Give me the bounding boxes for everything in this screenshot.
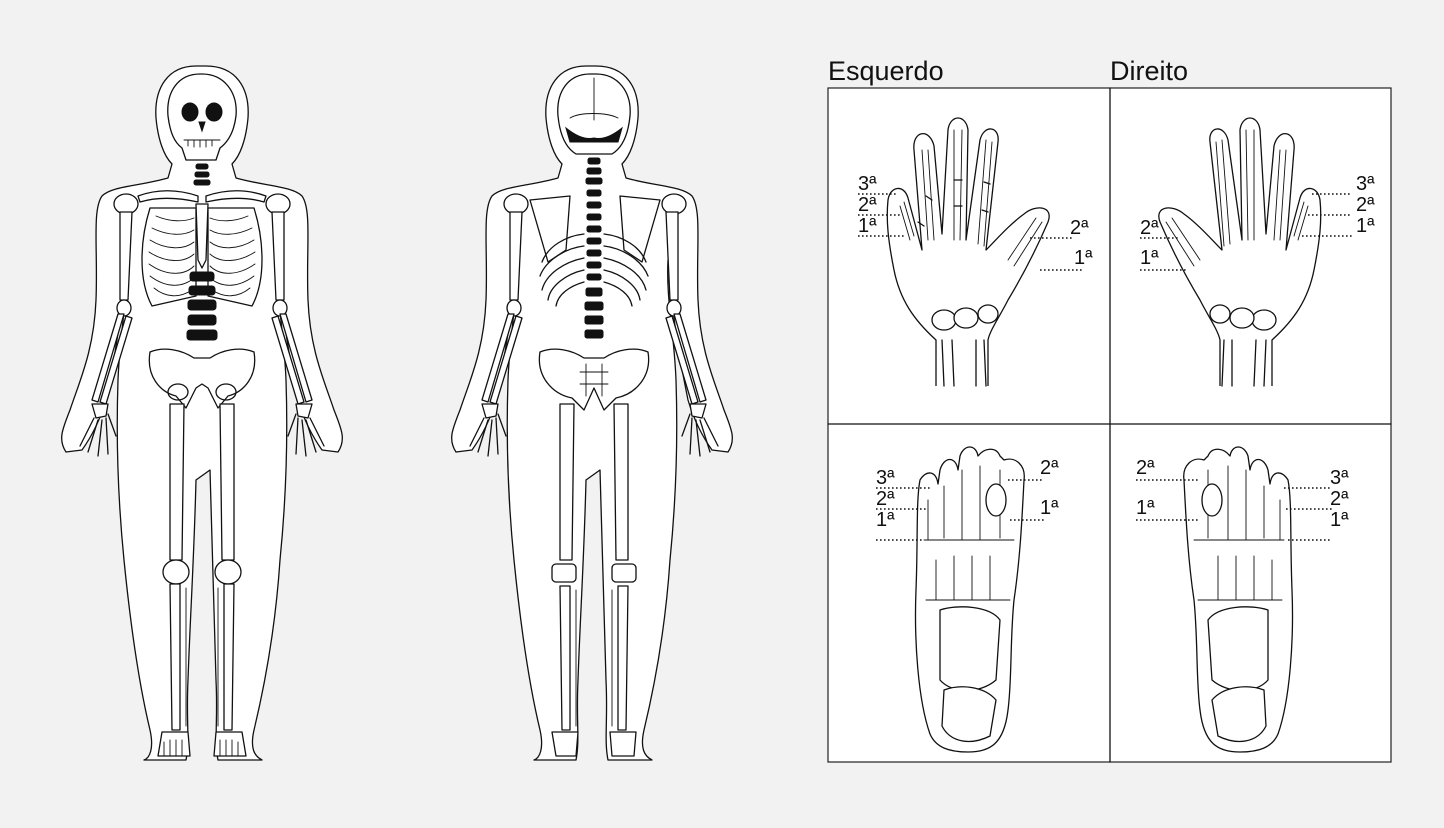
label-right-foot-2nd: 2ª (1330, 488, 1349, 510)
right-side-header: Direito (1110, 56, 1188, 86)
right-foot-icon (1184, 447, 1293, 752)
label-right-hand-2nd: 2ª (1356, 194, 1375, 216)
label-right-thumb-2nd: 2ª (1140, 217, 1159, 239)
label-left-hallux-1st: 1ª (1040, 497, 1059, 519)
label-right-foot-3rd: 3ª (1330, 467, 1349, 489)
label-left-foot-3rd: 3ª (876, 467, 895, 489)
skeleton-back-icon (452, 66, 733, 760)
label-left-foot-1st: 1ª (876, 509, 895, 531)
label-left-thumb-1st: 1ª (1074, 247, 1093, 269)
left-side-header: Esquerdo (828, 56, 944, 86)
skeleton-front-icon (62, 66, 343, 760)
label-right-hand-3rd: 3ª (1356, 173, 1375, 195)
label-left-hand-3rd: 3ª (858, 173, 877, 195)
label-left-hallux-2nd: 2ª (1040, 457, 1059, 479)
label-left-foot-2nd: 2ª (876, 488, 895, 510)
label-right-thumb-1st: 1ª (1140, 247, 1159, 269)
label-left-hand-1st: 1ª (858, 215, 877, 237)
label-right-hallux-1st: 1ª (1136, 497, 1155, 519)
label-right-hallux-2nd: 2ª (1136, 457, 1155, 479)
label-right-foot-1st: 1ª (1330, 509, 1349, 531)
label-left-thumb-2nd: 2ª (1070, 217, 1089, 239)
label-right-hand-1st: 1ª (1356, 215, 1375, 237)
left-foot-icon (916, 447, 1025, 752)
label-left-hand-2nd: 2ª (858, 194, 877, 216)
